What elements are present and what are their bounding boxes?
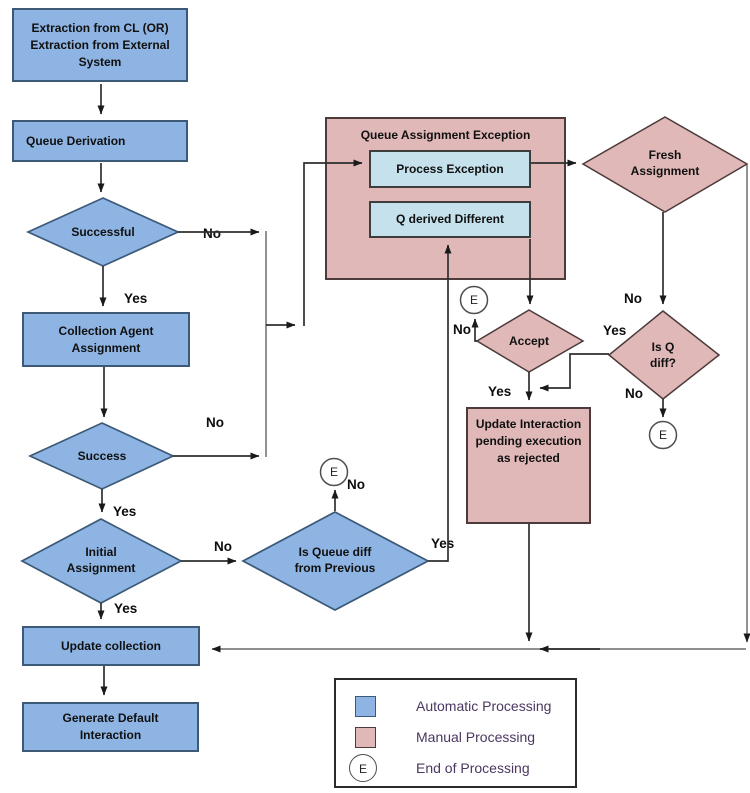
decision-is-q-diff-line1: Is Q [651, 340, 675, 354]
node-collection-agent-line1: Collection Agent [58, 323, 154, 338]
edge-label-is-queue-diff-yes: Yes [431, 536, 455, 551]
decision-initial-line1: Initial [85, 545, 117, 559]
edge-label-accept-yes: Yes [488, 384, 512, 399]
node-extraction-line3: System [78, 54, 122, 69]
node-collection-agent-assignment: Collection Agent Assignment [22, 312, 190, 367]
edge-label-successful-no: No [203, 226, 221, 241]
legend-swatch-automatic-processing [355, 696, 376, 717]
node-collection-agent-line2: Assignment [71, 340, 141, 355]
legend-label-automatic-processing: Automatic Processing [416, 698, 552, 714]
node-update-interaction-line2: pending execution [475, 434, 582, 448]
edge-label-is-q-diff-yes: Yes [603, 323, 627, 338]
decision-successful-label: Successful [71, 225, 135, 239]
group-queue-assignment-exception-title: Queue Assignment Exception [360, 128, 531, 142]
node-update-collection-label: Update collection [60, 638, 161, 653]
legend-label-end-of-processing: End of Processing [416, 760, 530, 776]
end-circle-is-queue-diff-no-letter: E [329, 465, 338, 479]
node-q-derived-different: Q derived Different [369, 201, 531, 238]
node-extraction-line2: Extraction from External [30, 37, 170, 52]
node-update-interaction: Update Interaction pending execution as … [466, 407, 591, 524]
end-circle-is-q-diff-no-letter: E [658, 428, 667, 442]
decision-initial-line2: Assignment [66, 561, 136, 575]
node-queue-derivation: Queue Derivation [12, 120, 188, 162]
legend-label-manual-processing: Manual Processing [416, 729, 536, 745]
edge-label-is-queue-diff-no: No [347, 477, 365, 492]
node-extraction: Extraction from CL (OR) Extraction from … [12, 8, 188, 82]
node-extraction-line1: Extraction from CL (OR) [31, 20, 169, 35]
edge-label-success-yes: Yes [113, 504, 137, 519]
node-generate-default-line2: Interaction [79, 728, 142, 742]
node-q-derived-different-label: Q derived Different [395, 212, 505, 226]
edge-label-accept-no: No [453, 322, 471, 337]
node-update-collection: Update collection [22, 626, 200, 666]
decision-success-label: Success [77, 449, 127, 463]
node-queue-derivation-label: Queue Derivation [26, 133, 126, 148]
end-circle-accept-no [459, 285, 489, 315]
edge-label-fresh-no: No [624, 291, 642, 306]
edge-label-is-q-diff-no: No [625, 386, 643, 401]
decision-fresh-assignment-shape [581, 116, 749, 213]
node-generate-default-line1: Generate Default [62, 711, 159, 725]
edge-label-initial-yes: Yes [114, 601, 138, 616]
decision-fresh-assignment-label: Fresh Assignment [605, 147, 725, 179]
end-circle-accept-no-letter: E [469, 293, 478, 307]
node-generate-default-interaction: Generate Default Interaction [22, 702, 199, 752]
decision-accept-label: Accept [508, 334, 549, 348]
decision-is-queue-diff-label: Is Queue diff from Previous [255, 544, 415, 576]
edge-label-success-no: No [206, 415, 224, 430]
decision-is-queue-diff-line2: from Previous [294, 561, 376, 575]
decision-is-q-diff-label: Is Q diff? [623, 339, 703, 371]
legend-swatch-manual-processing [355, 727, 376, 748]
node-update-interaction-line1: Update Interaction [475, 417, 582, 431]
end-circle-is-q-diff-no [648, 420, 678, 450]
end-circle-is-queue-diff-no [319, 457, 349, 487]
edge-label-initial-no: No [214, 539, 232, 554]
group-queue-assignment-exception: Queue Assignment Exception Process Excep… [325, 117, 566, 280]
node-process-exception: Process Exception [369, 150, 531, 188]
decision-is-q-diff-line2: diff? [650, 356, 676, 370]
decision-is-queue-diff-line1: Is Queue diff [298, 545, 372, 559]
decision-fresh-line1: Fresh [648, 148, 682, 162]
decision-is-queue-diff-shape [241, 511, 430, 611]
decision-fresh-line2: Assignment [630, 164, 700, 178]
legend-end-circle-icon: E [349, 754, 377, 782]
decision-initial-assignment-label: Initial Assignment [41, 544, 161, 576]
node-process-exception-label: Process Exception [396, 161, 504, 176]
edge-label-successful-yes: Yes [124, 291, 148, 306]
legend: Automatic Processing Manual Processing E… [334, 678, 577, 788]
node-update-interaction-line3: as rejected [497, 451, 560, 465]
